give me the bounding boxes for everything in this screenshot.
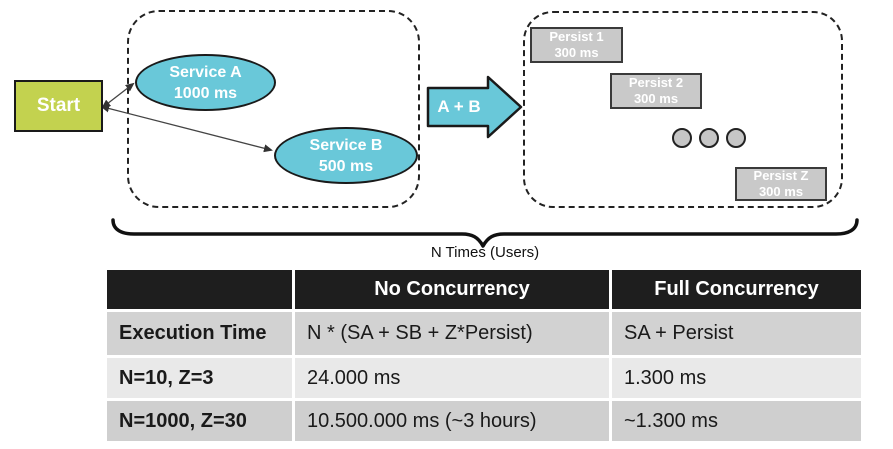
service-b-node: Service B 500 ms (274, 127, 418, 184)
persist-1-name: Persist 1 (549, 29, 604, 44)
persist-group-box (523, 11, 843, 208)
persist-2-node: Persist 2 300 ms (610, 73, 702, 109)
ellipsis-dot (726, 128, 746, 148)
brace-caption: N Times (Users) (430, 244, 540, 261)
persist-z-name: Persist Z (753, 168, 809, 183)
service-b-name: Service B (309, 136, 383, 154)
table-cell: 1.300 ms (612, 358, 861, 398)
comparison-table: No Concurrency Full Concurrency Executio… (107, 270, 861, 441)
service-a-name: Service A (169, 63, 242, 81)
table-header-no-concurrency: No Concurrency (295, 270, 609, 309)
start-node: Start (14, 80, 103, 132)
table-cell: 10.500.000 ms (~3 hours) (295, 401, 609, 441)
persist-2-time: 300 ms (633, 91, 679, 106)
persist-z-node: Persist Z 300 ms (735, 167, 827, 201)
persist-1-time: 300 ms (554, 45, 599, 60)
table-row-label: N=10, Z=3 (107, 358, 292, 398)
table-row-label: Execution Time (107, 312, 292, 355)
service-a-node: Service A 1000 ms (135, 54, 276, 111)
ellipsis-dot (672, 128, 692, 148)
service-a-time: 1000 ms (173, 84, 238, 102)
table-header-full-concurrency: Full Concurrency (612, 270, 861, 309)
table-row-label: N=1000, Z=30 (107, 401, 292, 441)
persist-1-node: Persist 1 300 ms (530, 27, 623, 63)
table-cell: N * (SA + SB + Z*Persist) (295, 312, 609, 355)
persist-2-name: Persist 2 (628, 75, 684, 90)
service-b-time: 500 ms (318, 157, 374, 175)
table-cell: 24.000 ms (295, 358, 609, 398)
persist-z-time: 300 ms (758, 184, 804, 199)
table-header-empty (107, 270, 292, 309)
brace-shape (111, 218, 859, 248)
ellipsis-dot (699, 128, 719, 148)
start-node-label: Start (36, 95, 81, 116)
table-cell: SA + Persist (612, 312, 861, 355)
table-cell: ~1.300 ms (612, 401, 861, 441)
block-arrow-label: A + B (437, 97, 481, 116)
